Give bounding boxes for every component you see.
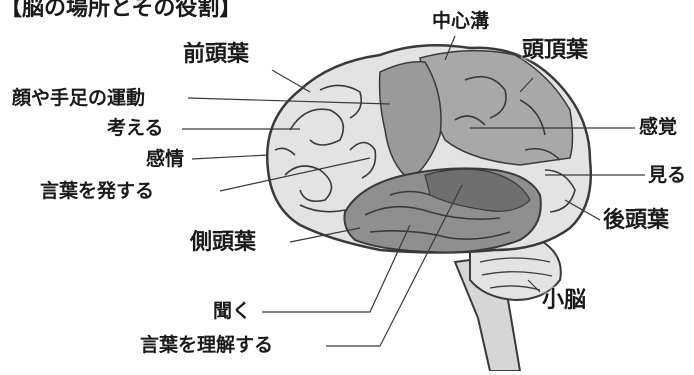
label-hearing: 聞く <box>213 300 252 322</box>
label-thinking: 考える <box>107 117 164 139</box>
label-frontal-lobe: 前頭葉 <box>183 42 250 67</box>
leader-lines <box>182 35 645 347</box>
page-title: 【脳の場所とその役割】 <box>0 0 242 21</box>
label-emotion: 感情 <box>146 148 185 170</box>
label-cerebellum: 小脳 <box>542 288 587 313</box>
label-occipital-lobe: 後頭葉 <box>603 208 670 233</box>
motor-strip <box>378 60 442 181</box>
label-central-sulcus: 中心溝 <box>432 10 490 32</box>
label-understanding-speech: 言葉を理解する <box>140 334 274 356</box>
label-face-limb-motion: 顔や手足の運動 <box>12 87 146 109</box>
label-speaking: 言葉を発する <box>40 180 155 202</box>
label-parietal-lobe: 頭頂葉 <box>522 38 589 63</box>
label-temporal-lobe: 側頭葉 <box>190 230 257 255</box>
label-sensation: 感覚 <box>639 116 678 138</box>
wernicke-area <box>424 168 531 212</box>
label-seeing: 見る <box>648 164 687 186</box>
